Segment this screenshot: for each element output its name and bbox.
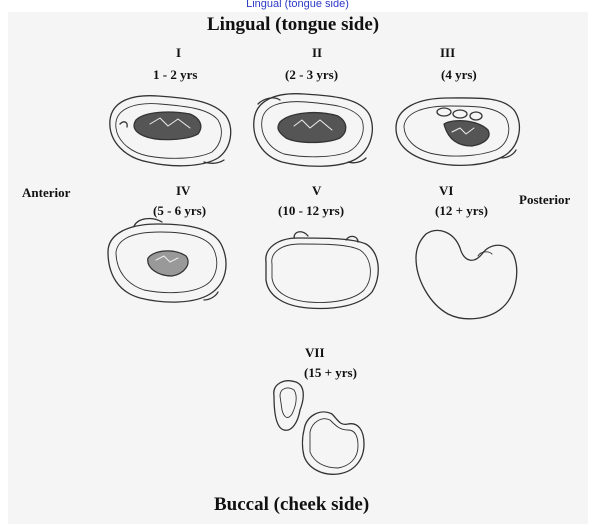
top-label: Lingual (tongue side) <box>207 14 379 36</box>
right-label: Posterior <box>519 192 570 208</box>
tooth-wear-drawings <box>8 12 588 524</box>
stage-age: (2 - 3 yrs) <box>285 67 338 83</box>
stage-numeral: VI <box>439 183 453 199</box>
tooth-stage-3 <box>396 98 519 165</box>
bottom-label: Buccal (cheek side) <box>214 494 369 516</box>
stage-numeral: VII <box>305 345 325 361</box>
diagram-sheet: Lingual (tongue side) I 1 - 2 yrs II (2 … <box>8 12 588 524</box>
stage-numeral: V <box>312 183 321 199</box>
stage-numeral: III <box>440 45 455 61</box>
stage-age: (15 + yrs) <box>304 365 357 381</box>
stage-numeral: II <box>312 45 322 61</box>
stage-age: (10 - 12 yrs) <box>278 203 344 219</box>
stage-age: (4 yrs) <box>441 67 477 83</box>
stage-age: (12 + yrs) <box>435 203 488 219</box>
stage-age: 1 - 2 yrs <box>153 67 197 83</box>
stage-numeral: I <box>176 45 181 61</box>
tooth-stage-4 <box>108 219 226 303</box>
stage-numeral: IV <box>176 183 190 199</box>
left-label: Anterior <box>22 185 70 201</box>
tooth-stage-1 <box>110 96 231 166</box>
tooth-stage-5 <box>266 232 378 309</box>
stage-age: (5 - 6 yrs) <box>153 203 206 219</box>
tooth-stage-6 <box>416 230 517 318</box>
tooth-stage-2 <box>254 94 373 167</box>
tooth-stage-7 <box>274 381 364 475</box>
